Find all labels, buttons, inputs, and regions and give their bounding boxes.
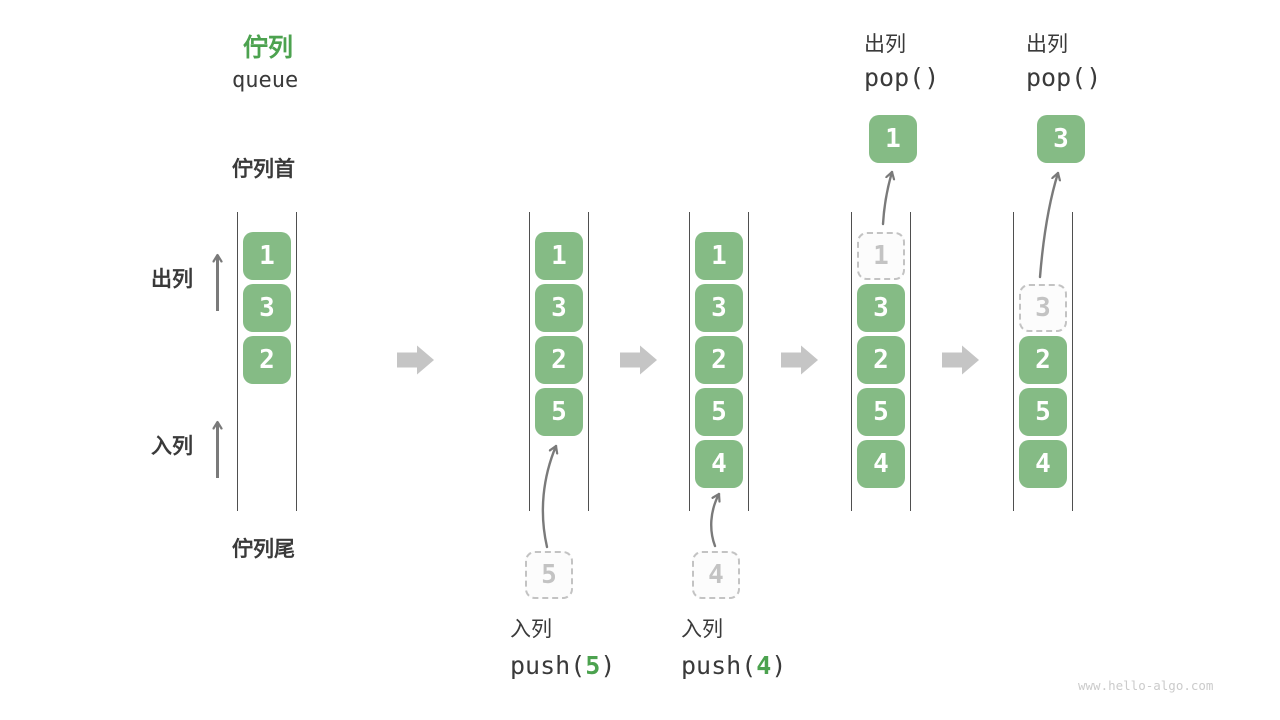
queue-tail-label: 佇列尾 [232, 538, 295, 561]
queue-container-3 [689, 212, 749, 511]
title-zh: 佇列 [243, 34, 294, 62]
op-code-prefix: push( [510, 651, 586, 680]
op-label-4: 出列 [864, 33, 906, 56]
queue-item-2-5: 5 [535, 388, 583, 436]
enqueue-label: 入列 [151, 435, 193, 458]
op-label-2: 入列 [510, 618, 552, 641]
op-label-3: 入列 [681, 618, 723, 641]
queue-item-2-3: 3 [535, 284, 583, 332]
queue-item-5-5: 5 [1019, 388, 1067, 436]
dequeue-label: 出列 [151, 268, 193, 291]
queue-item-3-3: 3 [695, 284, 743, 332]
queue-item-4-5: 5 [857, 388, 905, 436]
transition-arrow-1-icon [397, 345, 434, 375]
queue-item-3-1: 1 [695, 232, 743, 280]
queue-item-5-2: 2 [1019, 336, 1067, 384]
op-code-suffix: ) [600, 651, 616, 680]
op-code-prefix: pop() [864, 63, 940, 92]
queue-item-4-4: 4 [857, 440, 905, 488]
staging-item-5: 5 [525, 551, 573, 599]
queue-item-1-3: 3 [243, 284, 291, 332]
queue-item-4-3: 3 [857, 284, 905, 332]
op-code-arg: 4 [756, 651, 772, 680]
op-code-4: pop() [864, 63, 939, 92]
watermark: www.hello-algo.com [1078, 678, 1214, 693]
queue-container-2 [529, 212, 589, 511]
queue-container-4 [851, 212, 911, 511]
queue-item-1-2: 2 [243, 336, 291, 384]
transition-arrow-2-icon [620, 345, 657, 375]
op-code-suffix: ) [771, 651, 787, 680]
op-code-prefix: pop() [1026, 63, 1102, 92]
op-code-2: push(5) [510, 651, 615, 680]
transition-arrow-3-icon [781, 345, 818, 375]
queue-item-4-1: 1 [857, 232, 905, 280]
queue-item-5-4: 4 [1019, 440, 1067, 488]
op-label-5: 出列 [1026, 33, 1068, 56]
popped-item-3: 3 [1037, 115, 1085, 163]
queue-item-3-4: 4 [695, 440, 743, 488]
queue-container-5 [1013, 212, 1073, 511]
transition-arrow-4-icon [942, 345, 979, 375]
op-code-prefix: push( [681, 651, 757, 680]
queue-front-label: 佇列首 [232, 158, 295, 181]
popped-item-1: 1 [869, 115, 917, 163]
queue-item-3-5: 5 [695, 388, 743, 436]
queue-item-1-1: 1 [243, 232, 291, 280]
title-en: queue [232, 68, 299, 93]
op-code-arg: 5 [585, 651, 601, 680]
queue-item-3-2: 2 [695, 336, 743, 384]
queue-item-5-3: 3 [1019, 284, 1067, 332]
op-code-3: push(4) [681, 651, 786, 680]
staging-item-4: 4 [692, 551, 740, 599]
queue-item-2-1: 1 [535, 232, 583, 280]
op-code-5: pop() [1026, 63, 1101, 92]
queue-item-2-2: 2 [535, 336, 583, 384]
queue-container-1 [237, 212, 297, 511]
queue-item-4-2: 2 [857, 336, 905, 384]
